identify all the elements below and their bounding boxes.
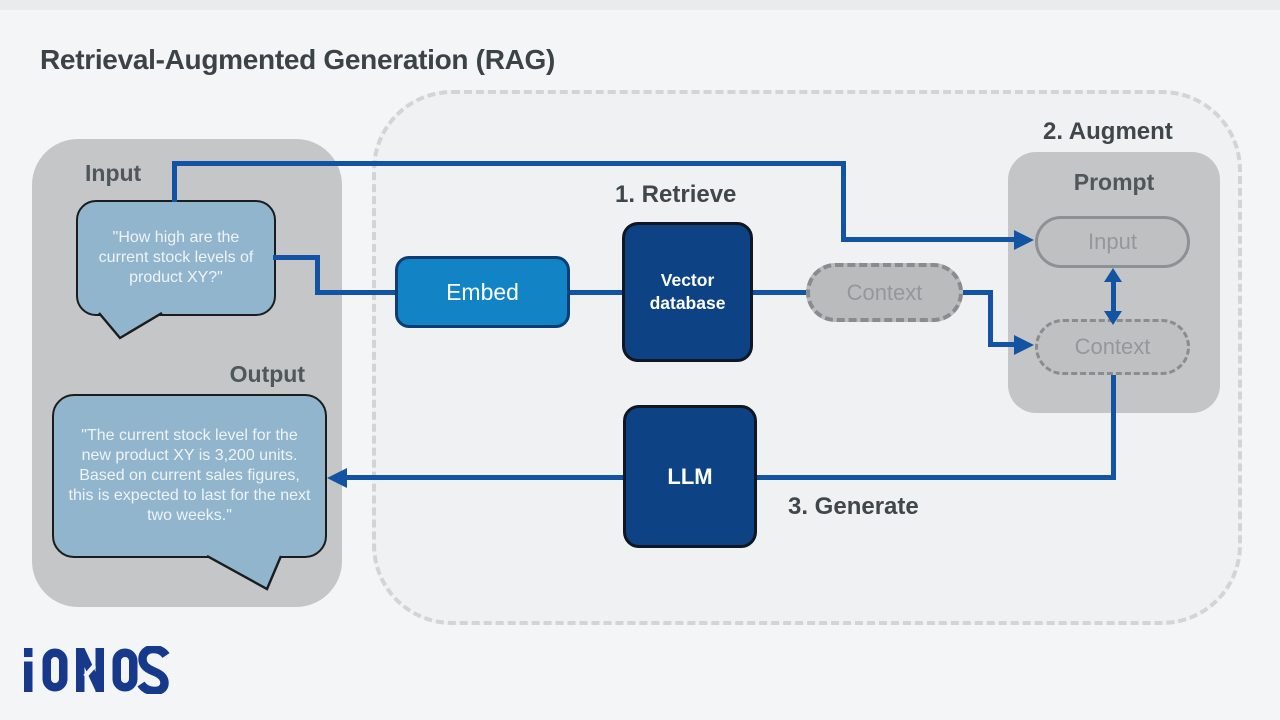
input-bubble-tail	[98, 312, 163, 340]
connector-llm-to-output	[344, 475, 623, 480]
input-speech-bubble: "How high are the current stock levels o…	[76, 200, 276, 316]
connector-prompt-to-llm-horizontal	[757, 475, 1115, 480]
prompt-context-pill: Context	[1035, 319, 1190, 375]
connector-vectordb-to-context	[753, 290, 806, 295]
connector-bubble-step-down	[315, 255, 320, 295]
output-label: Output	[229, 361, 305, 387]
output-bubble-text: "The current stock level for the new pro…	[68, 426, 311, 525]
connector-input-context-vertical	[1110, 274, 1116, 314]
arrowhead-down-to-context-pill	[1104, 311, 1122, 325]
connector-prompt-to-llm-down	[1110, 375, 1116, 480]
output-speech-bubble: "The current stock level for the new pro…	[52, 394, 327, 558]
arrowhead-prompt-input	[1014, 229, 1034, 250]
input-label: Input	[85, 160, 142, 186]
llm-label: LLM	[667, 463, 713, 489]
connector-to-embed	[315, 290, 395, 295]
step3-generate-label: 3. Generate	[788, 493, 919, 520]
prompt-label: Prompt	[1073, 169, 1155, 195]
ionos-logo	[24, 646, 170, 694]
context-pill: Context	[806, 263, 963, 322]
step2-augment-label: 2. Augment	[1043, 118, 1173, 145]
embed-box: Embed	[395, 256, 570, 328]
prompt-input-label: Input	[1088, 229, 1137, 254]
vector-database-label: Vector database	[649, 270, 726, 313]
input-bubble-text: "How high are the current stock levels o…	[98, 228, 254, 287]
connector-bubble-right	[273, 255, 320, 260]
llm-box: LLM	[623, 405, 757, 548]
step1-retrieve-label: 1. Retrieve	[615, 181, 737, 208]
context-pill-label: Context	[846, 279, 923, 305]
arrowhead-prompt-context	[1014, 334, 1034, 355]
arrowhead-up-to-input-pill	[1104, 268, 1122, 282]
connector-to-prompt-input	[841, 237, 1017, 242]
top-strip	[0, 0, 1280, 10]
connector-context-down	[988, 290, 993, 347]
connector-embed-to-vectordb	[570, 290, 622, 295]
connector-top-down	[841, 161, 846, 242]
vector-database-box: Vector database	[622, 222, 753, 362]
arrowhead-output-bubble	[327, 467, 347, 488]
connector-top-horizontal	[172, 161, 846, 166]
connector-input-bubble-up	[172, 161, 177, 202]
page-title: Retrieval-Augmented Generation (RAG)	[40, 44, 556, 75]
connector-to-prompt-context	[988, 342, 1017, 347]
embed-box-label: Embed	[446, 278, 519, 305]
prompt-input-pill: Input	[1035, 216, 1190, 268]
output-bubble-tail	[206, 555, 283, 591]
prompt-context-label: Context	[1074, 334, 1151, 359]
connector-context-right	[963, 290, 993, 295]
